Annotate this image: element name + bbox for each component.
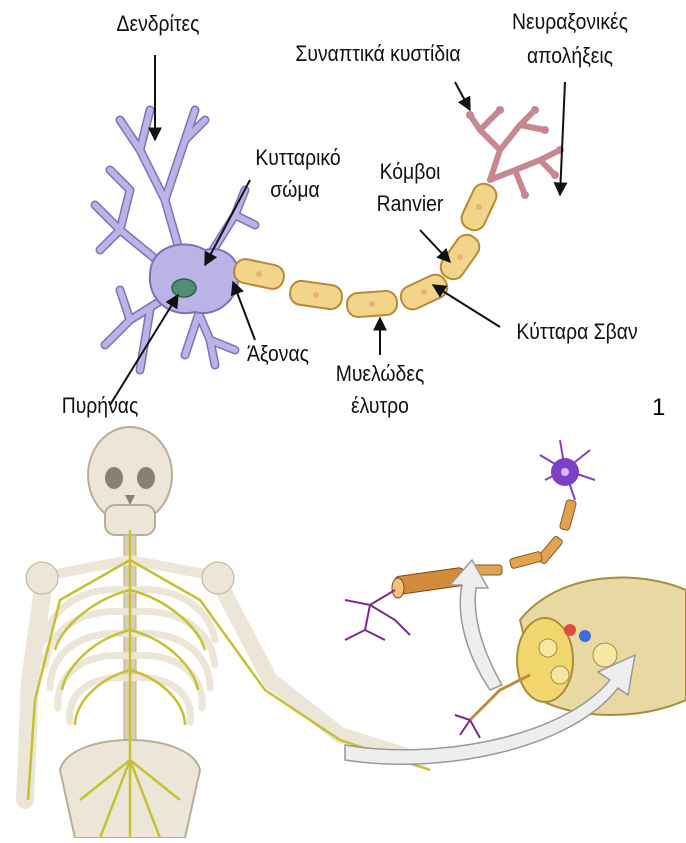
label-schwann-cells: Κύτταρα Σβαν	[502, 318, 652, 345]
label-axon-terminals-2: απολήξεις	[513, 42, 627, 69]
label-cell-body-2: σώμα	[260, 176, 330, 203]
nucleus-shape	[172, 279, 196, 297]
cell-body-shape	[150, 244, 238, 313]
label-nodes-ranvier-2: Ranvier	[366, 190, 454, 217]
label-dendrites: Δενδρίτες	[105, 10, 211, 37]
dendrites-shape	[95, 110, 255, 370]
axon-terminals-shape	[470, 110, 560, 195]
figure-number: 1	[652, 394, 665, 422]
label-axon: Άξονας	[234, 340, 322, 367]
label-nodes-ranvier-1: Κόμβοι	[366, 158, 454, 185]
neuron-diagram	[95, 55, 565, 405]
label-nucleus: Πυρήνας	[47, 392, 153, 419]
label-myelin-1: Μυελώδες	[327, 360, 433, 387]
label-myelin-2: έλυτρο	[336, 392, 424, 419]
label-synaptic-vesicles: Συναπτικά κυστίδια	[281, 40, 475, 67]
label-axon-terminals-1: Νευραξονικές	[504, 8, 636, 35]
label-cell-body-1: Κυτταρικό	[245, 144, 351, 171]
